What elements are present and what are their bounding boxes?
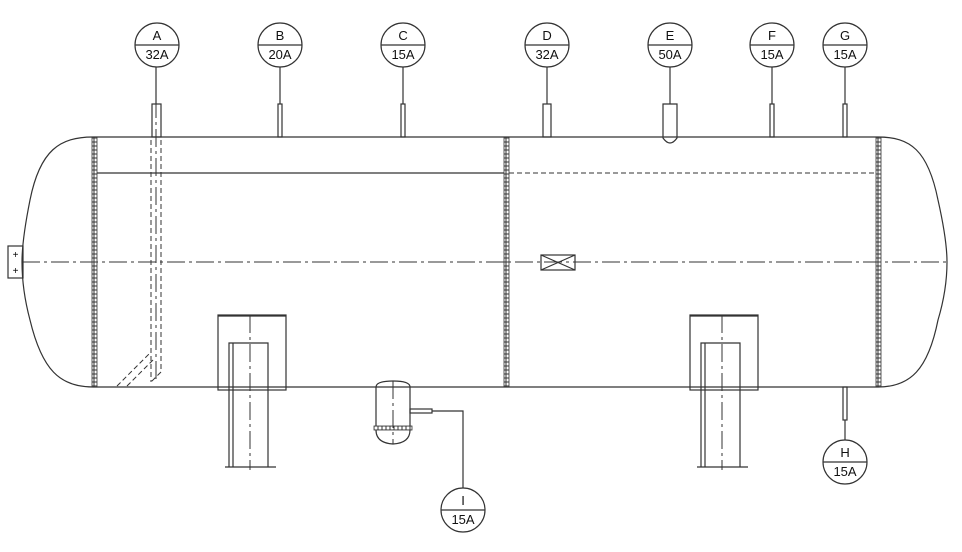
nozzle-tag-i: I 15A xyxy=(440,487,486,533)
svg-text:20A: 20A xyxy=(268,47,291,62)
svg-text:E: E xyxy=(666,28,675,43)
nozzle-tag-e: E 50A xyxy=(647,22,693,68)
internal-dip-pipe xyxy=(116,100,162,387)
svg-text:50A: 50A xyxy=(658,47,681,62)
svg-text:32A: 32A xyxy=(145,47,168,62)
saddle-right xyxy=(689,314,759,470)
sump-boot xyxy=(373,380,464,488)
svg-text:A: A xyxy=(153,28,162,43)
nozzle-e xyxy=(662,103,678,144)
svg-text:B: B xyxy=(276,28,285,43)
nozzle-h xyxy=(842,386,848,421)
nozzle-tag-b: B 20A xyxy=(257,22,303,68)
svg-text:15A: 15A xyxy=(391,47,414,62)
nozzle-g xyxy=(842,103,848,138)
nozzle-tag-c: C 15A xyxy=(380,22,426,68)
manway-symbol xyxy=(540,254,576,271)
earth-lug: + + xyxy=(7,245,24,279)
nozzle-f xyxy=(769,103,775,138)
vessel-shell xyxy=(21,136,948,388)
nozzle-tag-h: H 15A xyxy=(822,439,868,485)
nozzle-tag-d: D 32A xyxy=(524,22,570,68)
nozzle-tag-f: F 15A xyxy=(749,22,795,68)
svg-text:C: C xyxy=(398,28,407,43)
svg-text:F: F xyxy=(768,28,776,43)
svg-text:+: + xyxy=(13,266,19,277)
svg-text:H: H xyxy=(840,445,849,460)
svg-text:I: I xyxy=(461,493,465,508)
nozzle-b xyxy=(277,103,283,138)
svg-text:15A: 15A xyxy=(760,47,783,62)
nozzles xyxy=(151,67,848,440)
nozzle-c xyxy=(400,103,406,138)
svg-text:15A: 15A xyxy=(451,512,474,527)
svg-text:15A: 15A xyxy=(833,464,856,479)
svg-text:G: G xyxy=(840,28,850,43)
svg-text:32A: 32A xyxy=(535,47,558,62)
svg-text:D: D xyxy=(542,28,551,43)
svg-text:15A: 15A xyxy=(833,47,856,62)
nozzle-tag-g: G 15A xyxy=(822,22,868,68)
nozzle-tag-a: A 32A xyxy=(134,22,180,68)
svg-text:+: + xyxy=(13,250,19,261)
nozzle-d xyxy=(542,103,552,138)
saddle-left xyxy=(217,314,287,470)
